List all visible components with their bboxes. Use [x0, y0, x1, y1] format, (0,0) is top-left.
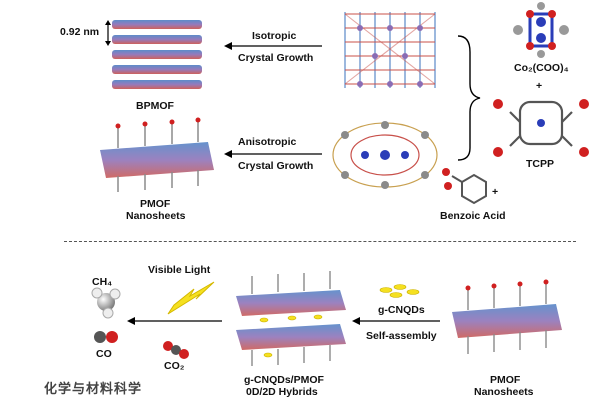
co-label: CO [96, 348, 112, 360]
ch4-label: CH₄ [92, 276, 113, 288]
lightning-bolt-icon [167, 281, 215, 315]
bpmof-label: BPMOF [136, 100, 174, 112]
co-molecule-graphic [94, 331, 118, 343]
plus-sign-1: + [536, 80, 543, 92]
ch4-molecule-graphic [91, 287, 121, 319]
isotropic-arrow [224, 42, 322, 50]
pmof-bottom-label-line1: PMOF [490, 374, 521, 386]
benzoic-acid-graphic [442, 168, 487, 205]
photoreduction-arrow [127, 317, 222, 325]
pmof-top-label-line2: Nanosheets [126, 210, 186, 222]
visible-light-label: Visible Light [148, 264, 211, 276]
gcnqds-dots-graphic [379, 284, 420, 298]
benzoic-acid-label: Benzoic Acid [440, 210, 506, 222]
co2-label: CO₂ [164, 360, 185, 372]
anisotropic-arrow [224, 150, 322, 158]
hybrid-label-line1: g-CNQDs/PMOF [244, 374, 324, 386]
tcpp-molecule-graphic [493, 99, 589, 157]
self-assembly-label: Self-assembly [366, 330, 437, 342]
reactant-brace [457, 35, 481, 161]
hybrid-stack-graphic [236, 271, 346, 366]
pmof-nanosheet-bottom-graphic [452, 279, 562, 354]
gcnqds-label: g-CNQDs [378, 304, 425, 316]
watermark-text: 化学与材料科学 [44, 381, 143, 396]
hybrid-label-line2: 0D/2D Hybrids [246, 386, 318, 398]
isotropic-lattice-graphic [344, 12, 436, 88]
isotropic-label: Isotropic [252, 30, 297, 42]
anisotropic-label: Anisotropic [238, 136, 297, 148]
crystal-growth-label-2: Crystal Growth [238, 160, 314, 172]
tcpp-label: TCPP [526, 158, 555, 170]
co-paddlewheel-graphic [513, 2, 569, 58]
interlayer-spacing-bracket [105, 20, 111, 46]
co-cluster-label: Co₂(COO)₄ [514, 62, 569, 74]
anisotropic-framework-graphic [332, 121, 438, 189]
self-assembly-arrow [352, 317, 440, 325]
co2-molecule-graphic [163, 341, 189, 359]
section-divider [64, 241, 576, 242]
bpmof-stack-graphic [112, 20, 202, 89]
interlayer-spacing-label: 0.92 nm [60, 26, 100, 38]
pmof-nanosheet-top-graphic [100, 117, 214, 192]
pmof-top-label-line1: PMOF [140, 198, 171, 210]
pmof-bottom-label-line2: Nanosheets [474, 386, 534, 398]
crystal-growth-label-1: Crystal Growth [238, 52, 314, 64]
plus-sign-2: + [492, 186, 499, 198]
